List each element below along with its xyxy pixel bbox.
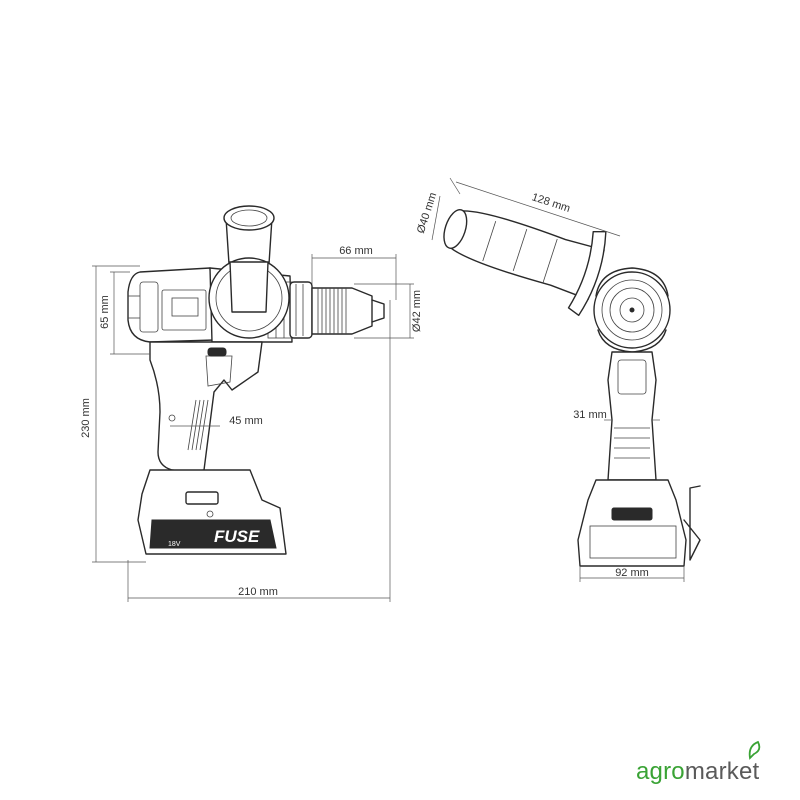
dim-grip-width-side: 45 mm (229, 415, 263, 427)
voltage-label: 18V (168, 541, 181, 548)
front-side-handle (443, 209, 607, 317)
dim-head-height: 65 mm (99, 295, 111, 329)
dim-height-total: 230 mm (80, 398, 92, 438)
dim-handle-diameter: Ø40 mm (415, 191, 439, 235)
motor-housing (127, 267, 216, 343)
front-view-dimension-lines (431, 177, 685, 582)
drill-front-view (443, 209, 701, 567)
apple-leaf-icon (748, 740, 761, 760)
dim-base-width: 92 mm (615, 567, 649, 579)
side-view-dimension-lines (92, 254, 414, 602)
front-battery (577, 479, 687, 567)
dim-grip-width-front: 31 mm (573, 409, 607, 421)
logo-market: market (684, 758, 760, 785)
clutch-ring (289, 281, 313, 339)
logo-agro: agro (636, 758, 685, 785)
agromarket-logo: agromarket (636, 740, 786, 788)
dim-chuck-length: 66 mm (339, 245, 373, 257)
pistol-grip (149, 341, 263, 473)
dim-length-total: 210 mm (238, 586, 278, 598)
drill-side-view: FUSE 18V (127, 205, 385, 555)
dim-chuck-diameter: Ø42 mm (411, 290, 423, 332)
brand-label: FUSE (214, 527, 260, 546)
mode-switch (207, 347, 227, 357)
dim-handle-length: 128 mm (530, 191, 572, 215)
front-grip (607, 351, 657, 481)
